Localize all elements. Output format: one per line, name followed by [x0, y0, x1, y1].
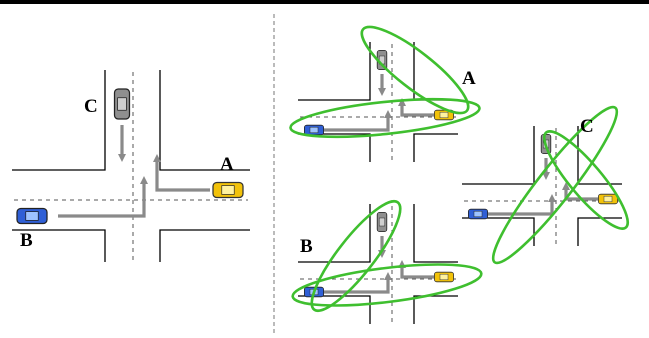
road-edges [12, 70, 250, 262]
car-a-path [153, 154, 210, 192]
left-intersection-scene: C A B [12, 70, 250, 262]
car-b-path [58, 176, 148, 218]
label-c: C [84, 96, 98, 117]
top-rule [0, 0, 649, 4]
group-ellipse-a [289, 97, 481, 139]
scene-group-c: C [462, 105, 629, 265]
car-b [16, 207, 48, 225]
label-a-grouped: A [462, 68, 476, 89]
label-b-grouped: B [300, 236, 313, 257]
group-ellipse-c-small [543, 130, 629, 230]
car-c [113, 88, 131, 120]
label-a: A [220, 154, 234, 175]
scene-group-b: B [291, 199, 483, 324]
lane-dividers [14, 72, 248, 260]
label-b: B [20, 230, 33, 251]
group-ellipse-c [360, 25, 470, 115]
group-ellipse-b [291, 263, 483, 307]
group-ellipse-c-large [491, 105, 619, 265]
label-c-grouped: C [580, 116, 594, 137]
scene-group-a: A [289, 25, 481, 162]
car-a [212, 181, 244, 199]
group-ellipse-cb [310, 199, 402, 313]
